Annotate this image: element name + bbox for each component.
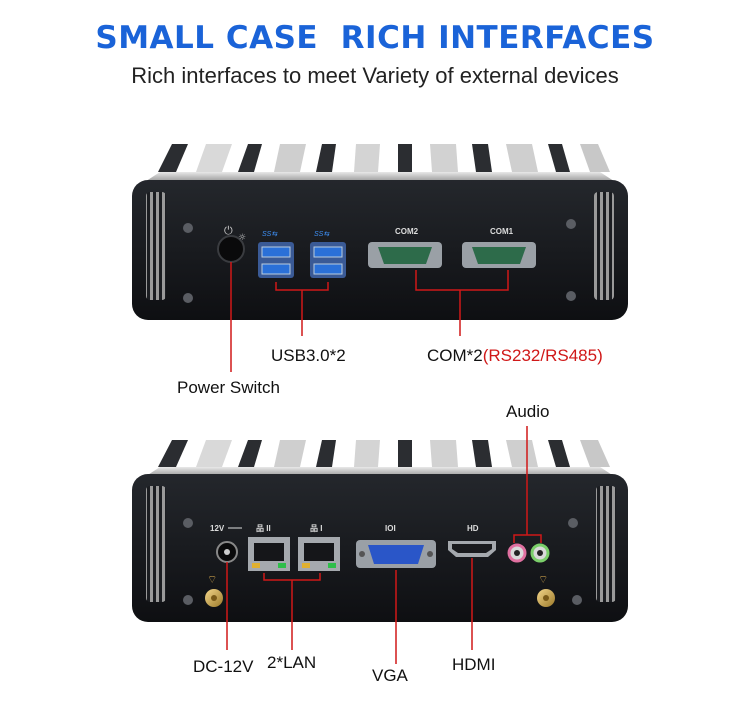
hdd-led-icon: ☼ xyxy=(238,233,246,243)
lan2-label: 品 II xyxy=(256,524,271,533)
wifi-icon: ⌔ xyxy=(207,573,217,586)
com2-port[interactable] xyxy=(368,242,442,268)
usb-port[interactable] xyxy=(313,246,343,258)
com-callout-label: COM*2 xyxy=(427,346,483,365)
com-callout-note: (RS232/RS485) xyxy=(482,346,603,365)
dc-callout-label: DC-12V xyxy=(193,657,254,676)
screw-icon xyxy=(183,518,193,528)
audio-callout-label: Audio xyxy=(506,402,550,421)
rear-heatsink-fins xyxy=(158,440,610,467)
lan-callout-label: 2*LAN xyxy=(267,653,317,672)
rear-right-vent xyxy=(596,486,616,602)
vga-port[interactable] xyxy=(356,540,436,568)
power-switch-callout-label: Power Switch xyxy=(177,378,280,397)
vga-callout-label: VGA xyxy=(372,666,408,685)
front-callout-lines xyxy=(230,262,509,372)
usb-port[interactable] xyxy=(313,263,343,275)
com-callout: COM*2(RS232/RS485) xyxy=(427,346,603,366)
screw-icon xyxy=(183,293,193,303)
usb-ss-logo: SS⇆ xyxy=(262,231,278,238)
screw-icon xyxy=(568,518,578,528)
wifi-icon: ⌔ xyxy=(538,573,548,586)
rear-panel: 12V ⌔ ⌔ 品 II 品 I IOI xyxy=(132,426,628,664)
hdmi-port[interactable] xyxy=(448,541,496,557)
screw-icon xyxy=(183,595,193,605)
power-icon: ⏻ xyxy=(224,224,233,237)
dc-label: 12V xyxy=(210,524,225,533)
com1-label: COM1 xyxy=(490,227,514,236)
lan2-port[interactable] xyxy=(248,537,290,571)
hdmi-label: HD xyxy=(467,524,479,533)
rear-callout-lines xyxy=(226,426,542,664)
usb-callout-label: USB3.0*2 xyxy=(271,346,346,365)
usb-port[interactable] xyxy=(261,246,291,258)
hdmi-callout-label: HDMI xyxy=(452,655,496,674)
screw-icon xyxy=(572,595,582,605)
screw-icon xyxy=(566,219,576,229)
screw-icon xyxy=(183,223,193,233)
front-heatsink-fins xyxy=(158,144,610,172)
wifi-antenna-right[interactable]: ⌔ xyxy=(537,573,555,607)
com2-label: COM2 xyxy=(395,227,419,236)
usb-ss-logo: SS⇆ xyxy=(314,231,330,238)
usb-port-group-1: SS⇆ xyxy=(258,231,294,278)
wifi-antenna-left[interactable]: ⌔ xyxy=(205,573,223,607)
rear-left-vent xyxy=(146,486,166,602)
page-subtitle: Rich interfaces to meet Variety of exter… xyxy=(131,63,619,88)
com1-port[interactable] xyxy=(462,242,536,268)
page-title: SMALL CASE RICH INTERFACES xyxy=(95,20,655,56)
front-panel: ⏻ ☼ SS⇆ SS⇆ COM2 COM1 xyxy=(132,144,628,372)
usb-port[interactable] xyxy=(261,263,291,275)
front-left-vent xyxy=(146,192,166,300)
lan1-label: 品 I xyxy=(310,524,322,533)
screw-icon xyxy=(566,291,576,301)
usb-port-group-2: SS⇆ xyxy=(310,231,346,278)
front-right-vent xyxy=(594,192,614,300)
vga-label: IOI xyxy=(385,524,396,533)
lan1-port[interactable] xyxy=(298,537,340,571)
